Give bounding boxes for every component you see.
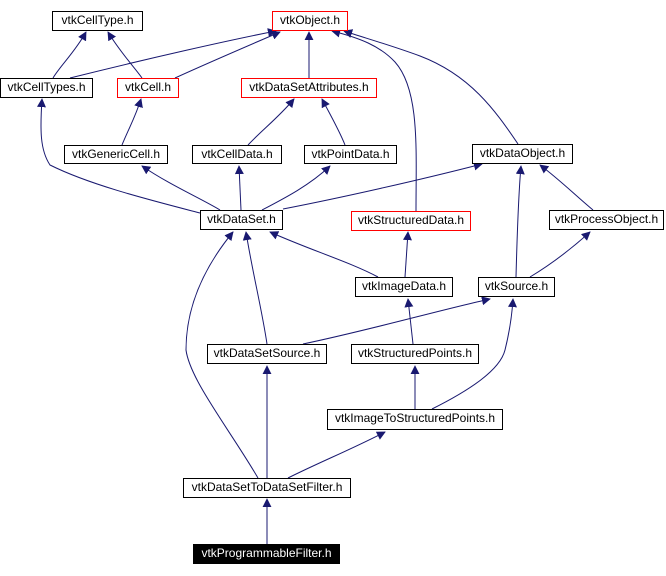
node-vtkprogrammablefilter: vtkProgrammableFilter.h xyxy=(193,544,340,564)
edge-source-processobject xyxy=(529,231,591,278)
node-vtksource[interactable]: vtkSource.h xyxy=(478,277,555,297)
edge-pointdata-datasetattributes xyxy=(321,98,346,146)
node-vtkprocessobject[interactable]: vtkProcessObject.h xyxy=(549,210,664,230)
node-vtkpointdata[interactable]: vtkPointData.h xyxy=(304,145,397,164)
edge-cell-celltype xyxy=(107,31,143,79)
edge-source-dataobject xyxy=(515,165,525,278)
node-vtkstructureddata[interactable]: vtkStructuredData.h xyxy=(351,211,471,231)
edge-dataset-celltypes xyxy=(36,98,201,214)
edge-dataset-genericcell xyxy=(141,165,221,211)
node-vtkdatasettodatasetfilter[interactable]: vtkDataSetToDataSetFilter.h xyxy=(183,478,351,498)
edge-celltypes-object xyxy=(69,28,277,79)
edge-processobject-dataobject xyxy=(539,164,594,211)
edge-dataset-dataobject xyxy=(282,161,483,210)
node-vtkobject[interactable]: vtkObject.h xyxy=(272,11,348,31)
edge-structureddata-object xyxy=(331,28,417,212)
node-vtkstructuredpoints[interactable]: vtkStructuredPoints.h xyxy=(351,344,479,364)
node-vtkimagedata[interactable]: vtkImageData.h xyxy=(355,277,453,297)
edge-datasetsource-source xyxy=(302,296,491,345)
edge-genericcell-cell xyxy=(121,98,143,146)
node-vtkdataset[interactable]: vtkDataSet.h xyxy=(200,210,283,230)
edge-imagetostructuredpoints-source xyxy=(431,298,517,410)
edge-datasettodatasetfilter-dataset xyxy=(185,231,259,479)
edge-datasettodatasetfilter-imagetostructuredpoints xyxy=(287,431,386,479)
edge-dataset-celldata xyxy=(234,165,244,211)
node-vtkgenericcell[interactable]: vtkGenericCell.h xyxy=(64,145,168,164)
edge-imagedata-dataset xyxy=(269,231,379,278)
node-vtkdatasetsource[interactable]: vtkDataSetSource.h xyxy=(207,344,327,364)
edge-dataobject-object xyxy=(343,29,519,145)
node-vtkcelltypes[interactable]: vtkCellTypes.h xyxy=(0,78,93,98)
node-vtkcelltype[interactable]: vtkCellType.h xyxy=(52,11,143,31)
edge-celldata-datasetattributes xyxy=(247,98,295,146)
node-vtkdatasetattributes[interactable]: vtkDataSetAttributes.h xyxy=(241,78,377,98)
edge-imagedata-structureddata xyxy=(402,231,412,278)
node-vtkcell[interactable]: vtkCell.h xyxy=(117,78,179,98)
edge-cell-object xyxy=(174,31,281,79)
edge-datasetsource-dataset xyxy=(242,231,268,345)
node-vtkcelldata[interactable]: vtkCellData.h xyxy=(192,145,282,164)
node-vtkdataobject[interactable]: vtkDataObject.h xyxy=(472,144,573,164)
node-vtkimagetostructuredpoints[interactable]: vtkImageToStructuredPoints.h xyxy=(327,409,503,430)
edge-structuredpoints-imagedata xyxy=(404,298,414,345)
edge-celltypes-celltype xyxy=(52,31,87,79)
edge-dataset-pointdata xyxy=(261,165,331,211)
